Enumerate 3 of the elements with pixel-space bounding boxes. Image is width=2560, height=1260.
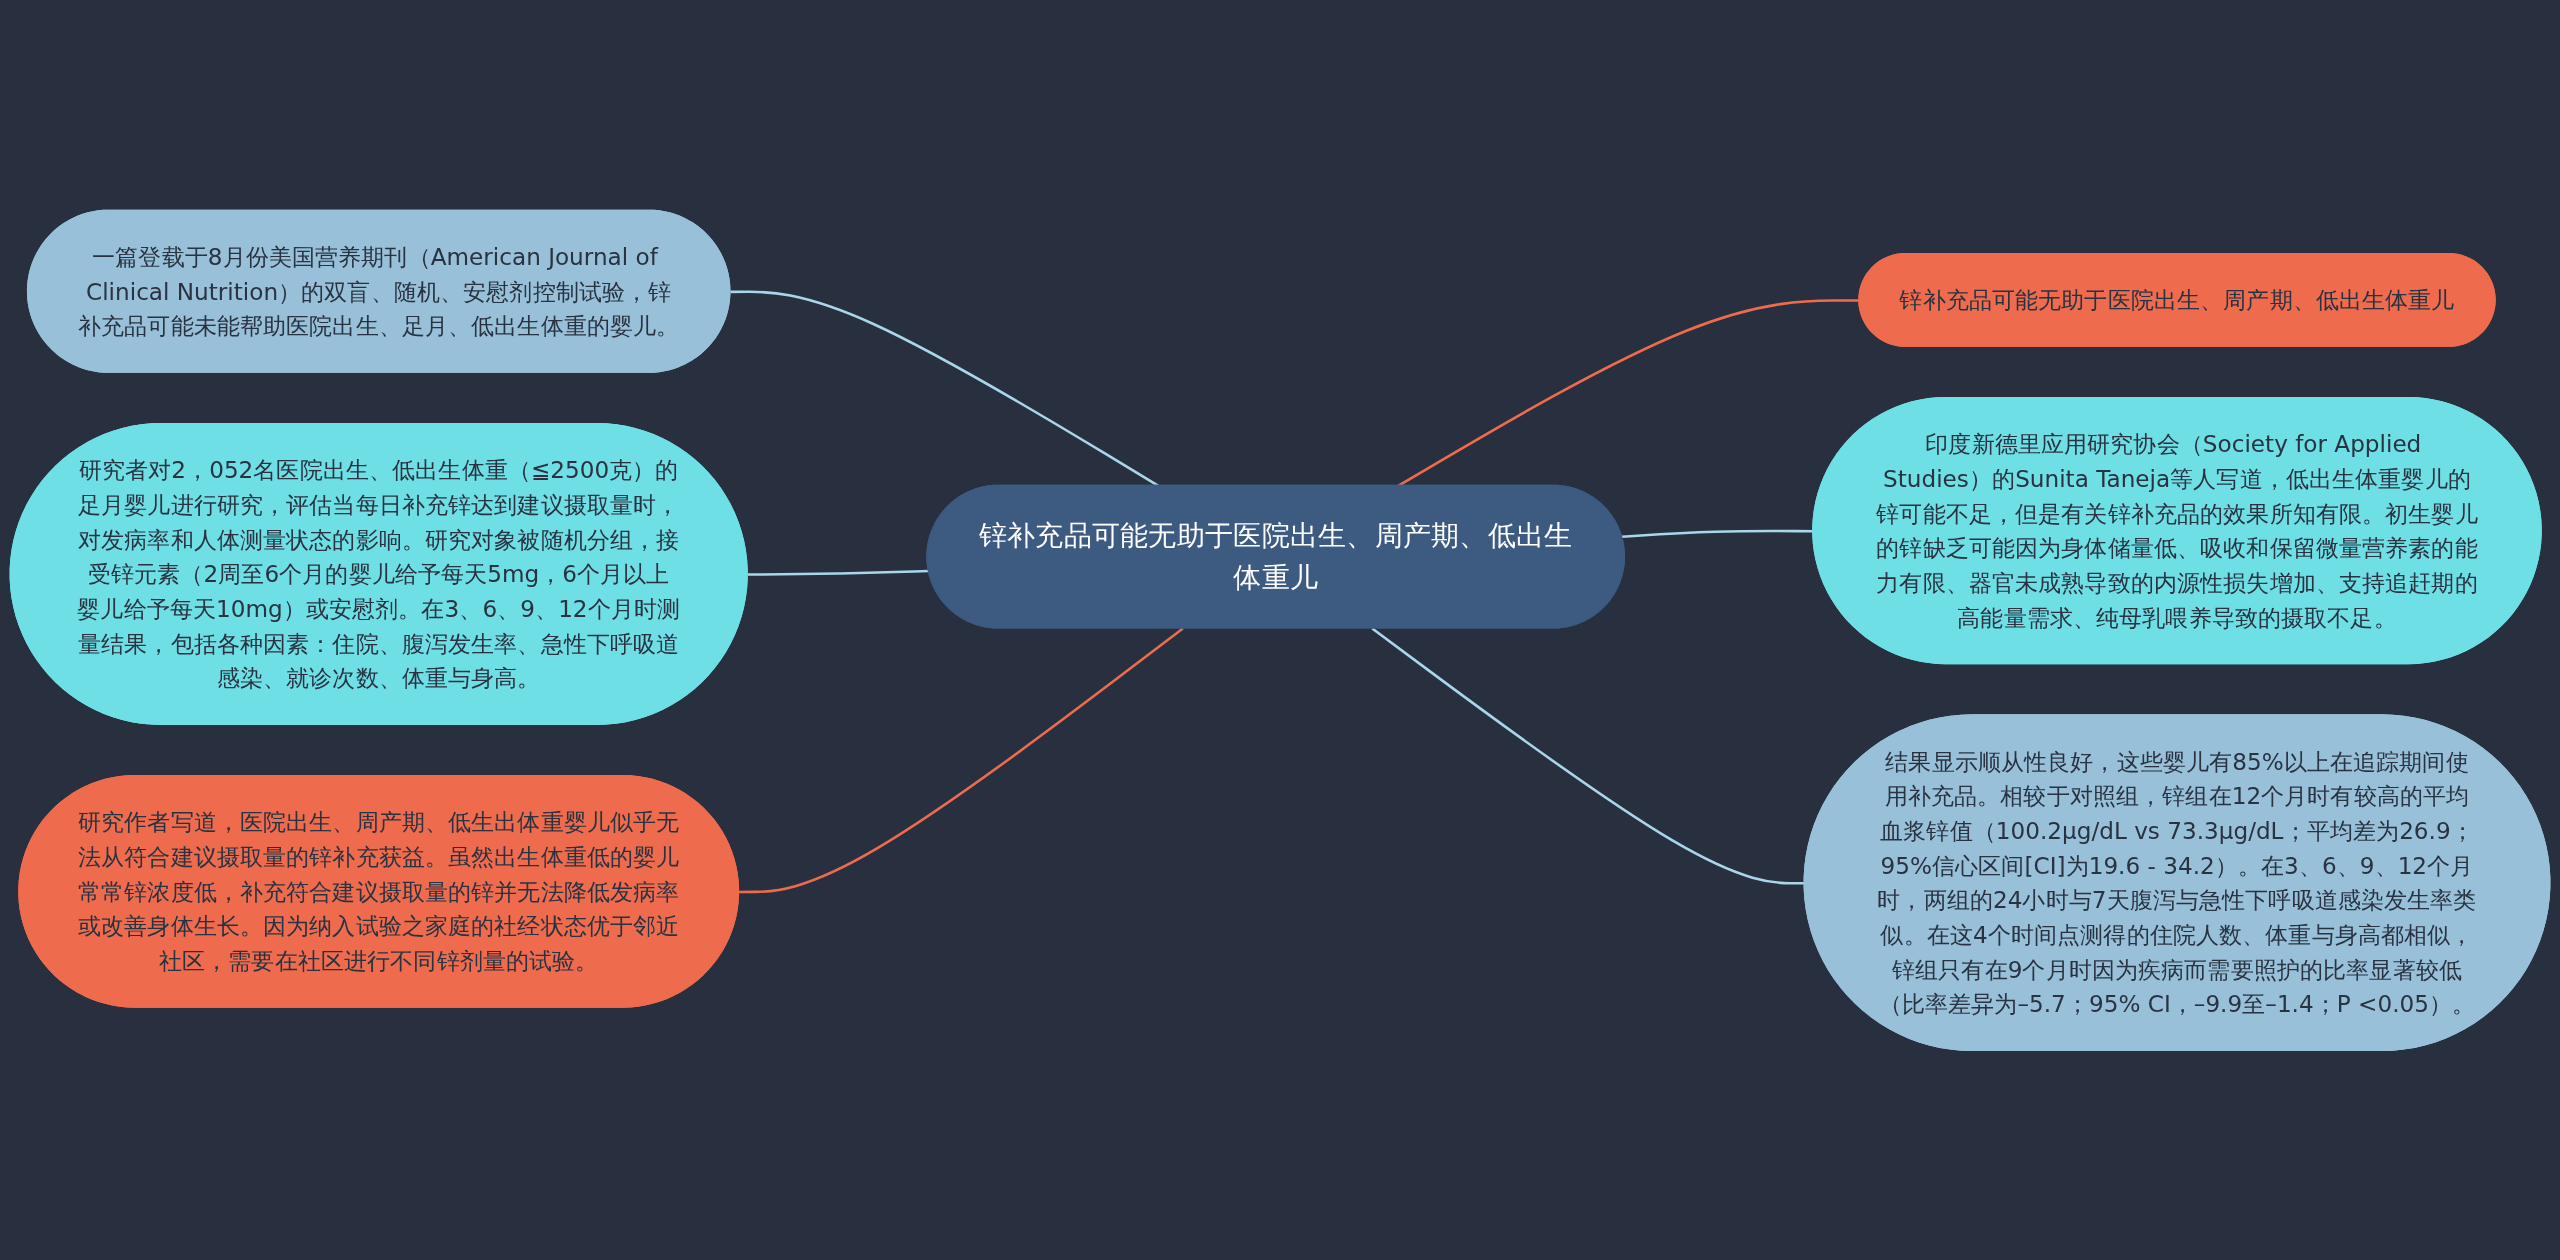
connector xyxy=(1371,627,1805,885)
connector xyxy=(747,569,929,576)
connector xyxy=(739,627,1184,893)
